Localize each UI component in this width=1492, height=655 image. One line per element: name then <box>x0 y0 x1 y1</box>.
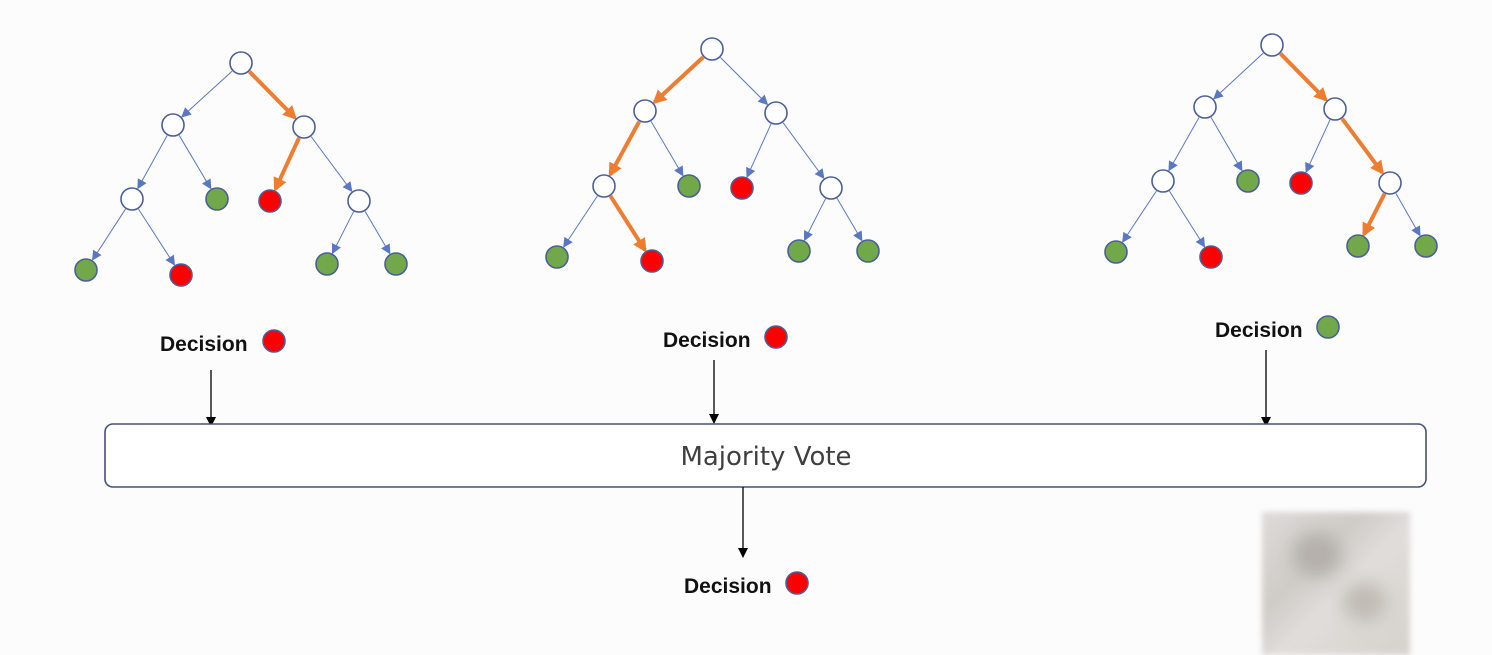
tree-edge <box>331 211 355 255</box>
leaf-green <box>545 245 569 269</box>
final-decision: Decision <box>684 571 809 598</box>
tree-node <box>700 37 724 61</box>
decision-label: Decision <box>160 333 248 356</box>
leaf-red <box>640 249 664 273</box>
leaf-red <box>1289 171 1313 195</box>
tree-node <box>1378 171 1402 195</box>
tree-edge <box>1168 190 1206 248</box>
tree-2-decision: Decision <box>663 325 788 352</box>
tree-1 <box>74 51 408 287</box>
tree-node <box>764 101 788 125</box>
leaf-green <box>1236 169 1260 193</box>
decision-path-edge <box>1362 192 1387 238</box>
tree-node <box>1260 33 1284 57</box>
trees-layer <box>74 33 1438 287</box>
tree-edge <box>746 123 772 178</box>
final-decision-label: Decision <box>684 575 772 598</box>
tree-node <box>633 99 657 123</box>
majority-vote-box: Majority Vote <box>104 423 1427 488</box>
tree-3-decision: Decision <box>1215 315 1340 342</box>
tree-node <box>229 51 253 75</box>
decision-path-edge <box>608 120 641 178</box>
leaf-red <box>730 176 754 200</box>
tree-edge <box>178 135 212 190</box>
decision-path-edge <box>1278 52 1328 102</box>
webcam-overlay <box>1262 512 1410 655</box>
leaf-red <box>169 263 193 287</box>
tree-edge <box>138 208 176 266</box>
leaf-green <box>856 239 880 263</box>
tree-node <box>1193 95 1217 119</box>
tree-node <box>819 176 843 200</box>
leaf-green <box>384 252 408 276</box>
tree-edge <box>91 208 126 261</box>
tree-edge <box>1168 117 1200 172</box>
tree-edge <box>650 121 684 177</box>
decision-path-edge <box>652 55 705 105</box>
tree-edge <box>1210 117 1243 172</box>
tree-edge <box>137 135 168 190</box>
leaf-green <box>1414 234 1438 258</box>
tree-2 <box>545 37 880 273</box>
tree-edge <box>1395 193 1421 237</box>
leaf-red <box>1199 245 1223 269</box>
decision-path-edge <box>247 70 297 120</box>
tree-edge <box>1122 190 1157 243</box>
tree-edge <box>782 122 825 180</box>
tree-edge <box>563 195 598 248</box>
leaf-green <box>677 174 701 198</box>
tree-edge <box>181 70 233 118</box>
leaf-green <box>787 239 811 263</box>
final-decision-dot <box>785 571 809 595</box>
tree-edge <box>364 211 391 255</box>
decision-dot <box>262 329 286 353</box>
decision-label: Decision <box>663 329 751 352</box>
tree-node <box>161 113 185 137</box>
majority-vote-label: Majority Vote <box>680 442 851 472</box>
tree-1-decision: Decision <box>160 329 286 356</box>
decision-path-edge <box>273 137 301 192</box>
decision-path-edge <box>1340 117 1385 175</box>
leaf-red <box>258 189 282 213</box>
leaf-green <box>74 258 98 282</box>
tree-edge <box>310 136 353 193</box>
decision-path-edge <box>608 195 647 253</box>
tree-edge <box>836 198 863 242</box>
leaf-green <box>315 252 339 276</box>
tree-edge <box>803 198 827 242</box>
tree-node <box>1323 97 1347 121</box>
tree-node <box>592 174 616 198</box>
tree-edge <box>1305 119 1331 174</box>
decision-label: Decision <box>1215 319 1303 342</box>
tree-edge <box>1213 52 1264 100</box>
tree-edge <box>720 57 769 106</box>
leaf-green <box>1104 240 1128 264</box>
decision-dot <box>764 325 788 349</box>
tree-node <box>292 115 316 139</box>
tree-node <box>347 189 371 213</box>
leaf-green <box>1346 234 1370 258</box>
tree-node <box>1151 169 1175 193</box>
tree-node <box>120 187 144 211</box>
tree-3 <box>1104 33 1438 269</box>
decision-dot <box>1316 315 1340 339</box>
leaf-green <box>205 187 229 211</box>
